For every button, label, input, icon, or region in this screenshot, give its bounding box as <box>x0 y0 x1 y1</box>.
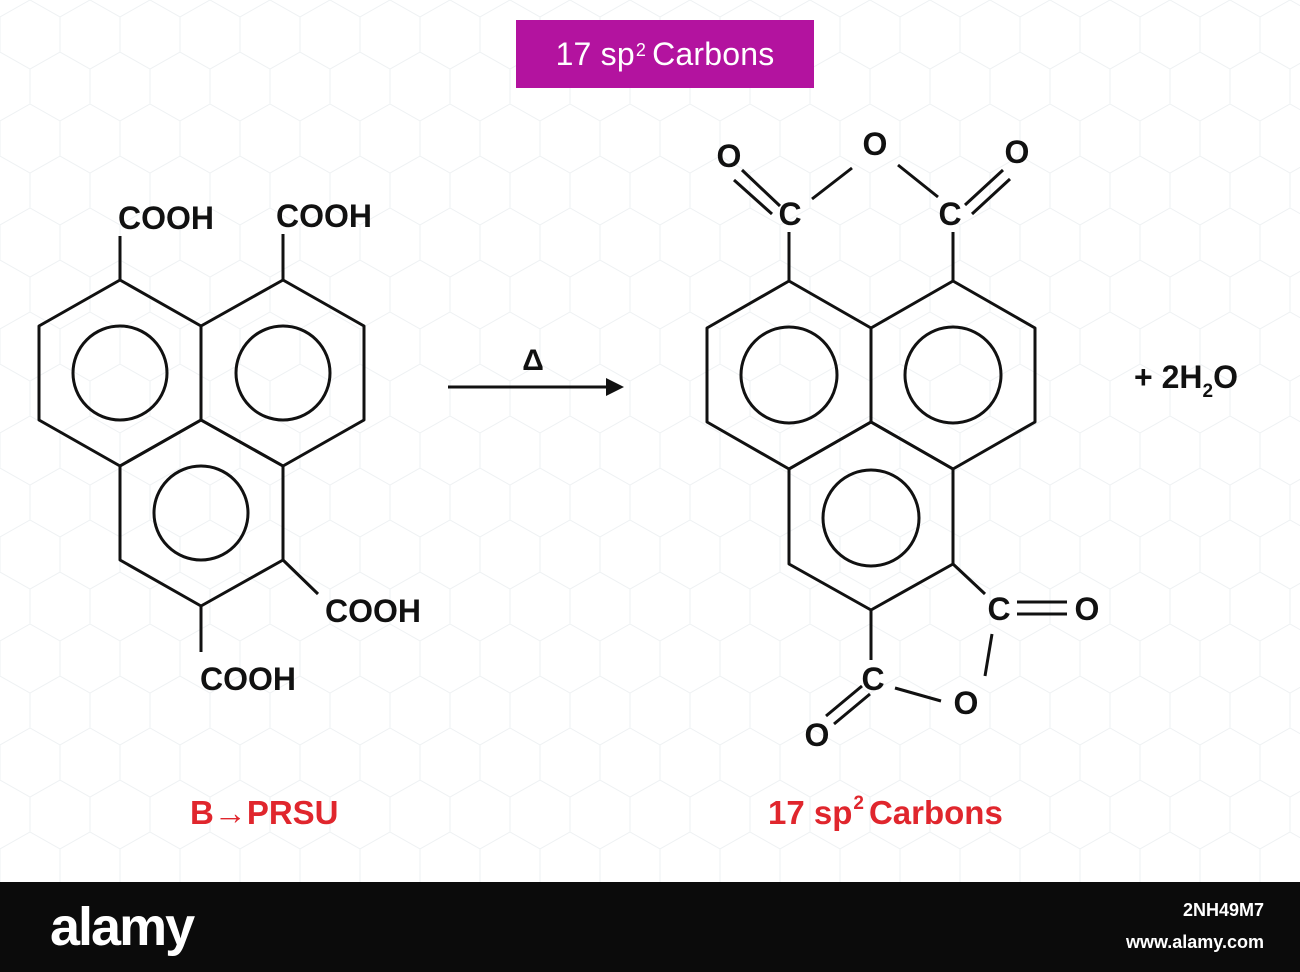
reaction-diagram: COOH COOH COOH COOH Δ O <box>0 0 1300 882</box>
reactant-circle-right <box>234 324 332 422</box>
reaction-arrow: Δ <box>448 344 624 396</box>
bond-lower-right <box>281 558 320 596</box>
product-structure <box>705 163 1067 726</box>
reactant-circle-bottom <box>152 464 250 562</box>
bond-c-to-o-bottom <box>894 686 942 703</box>
double-bond-bottom-left-b <box>833 692 871 726</box>
hex-background <box>0 0 1300 882</box>
arrow-head <box>606 378 624 396</box>
bond-c-to-o-top-left <box>811 166 853 201</box>
cooh-label-top-left: COOH <box>118 200 214 236</box>
title-superscript: 2 <box>635 39 647 60</box>
cooh-label-bottom: COOH <box>200 661 296 697</box>
product-caption-superscript: 2 <box>853 793 864 814</box>
title-suffix: Carbons <box>652 35 775 72</box>
reactant-labels: COOH COOH COOH COOH <box>118 198 421 697</box>
image-id: 2NH49M7 <box>1182 900 1264 920</box>
double-bond-top-right-b <box>970 177 1012 216</box>
site-url: www.alamy.com <box>1125 932 1264 952</box>
atom-o-right: O <box>1075 591 1100 627</box>
double-bond-bottom-left-a <box>825 684 863 718</box>
atom-o-top-middle: O <box>863 126 888 162</box>
title-prefix: 17 sp <box>555 35 635 72</box>
atom-c-top-right: C <box>938 196 961 232</box>
double-bond-top-left-a <box>740 168 782 208</box>
atom-o-top-right: O <box>1005 134 1030 170</box>
reactant-caption: B→PRSU <box>190 794 339 831</box>
atom-o-bottom-left: O <box>805 717 830 753</box>
cooh-label-lower-right: COOH <box>325 593 421 629</box>
atom-o-top-left: O <box>717 138 742 174</box>
bond-c-to-o-lower-right <box>983 633 994 677</box>
reactant-circle-left <box>71 324 169 422</box>
atom-o-bottom-middle: O <box>954 685 979 721</box>
product-circle-right <box>903 325 1003 425</box>
alamy-logo: alamy <box>50 897 195 957</box>
bond-c-to-o-top-right <box>897 163 939 199</box>
arrow-heat-label: Δ <box>522 344 544 377</box>
product-circle-left <box>739 325 839 425</box>
product-circle-bottom <box>821 468 921 568</box>
product-atom-labels: O O O C C C O C O O <box>717 126 1100 753</box>
atom-c-top-left: C <box>778 196 801 232</box>
stock-footer: alamy 2NH49M7 www.alamy.com <box>0 882 1300 972</box>
cooh-label-top-right: COOH <box>276 198 372 234</box>
double-bond-top-left-b <box>732 178 774 216</box>
atom-c-bottom: C <box>861 661 884 697</box>
bond-ring-to-c-lower-right <box>951 562 987 596</box>
product-caption-prefix: 17 sp <box>768 794 853 831</box>
atom-c-lower-right: C <box>987 591 1010 627</box>
reactant-structure <box>37 234 366 652</box>
product-caption-suffix: Carbons <box>868 794 1003 831</box>
byproduct-water: + 2H2O <box>1134 359 1238 402</box>
double-bond-top-right-a <box>963 168 1005 207</box>
